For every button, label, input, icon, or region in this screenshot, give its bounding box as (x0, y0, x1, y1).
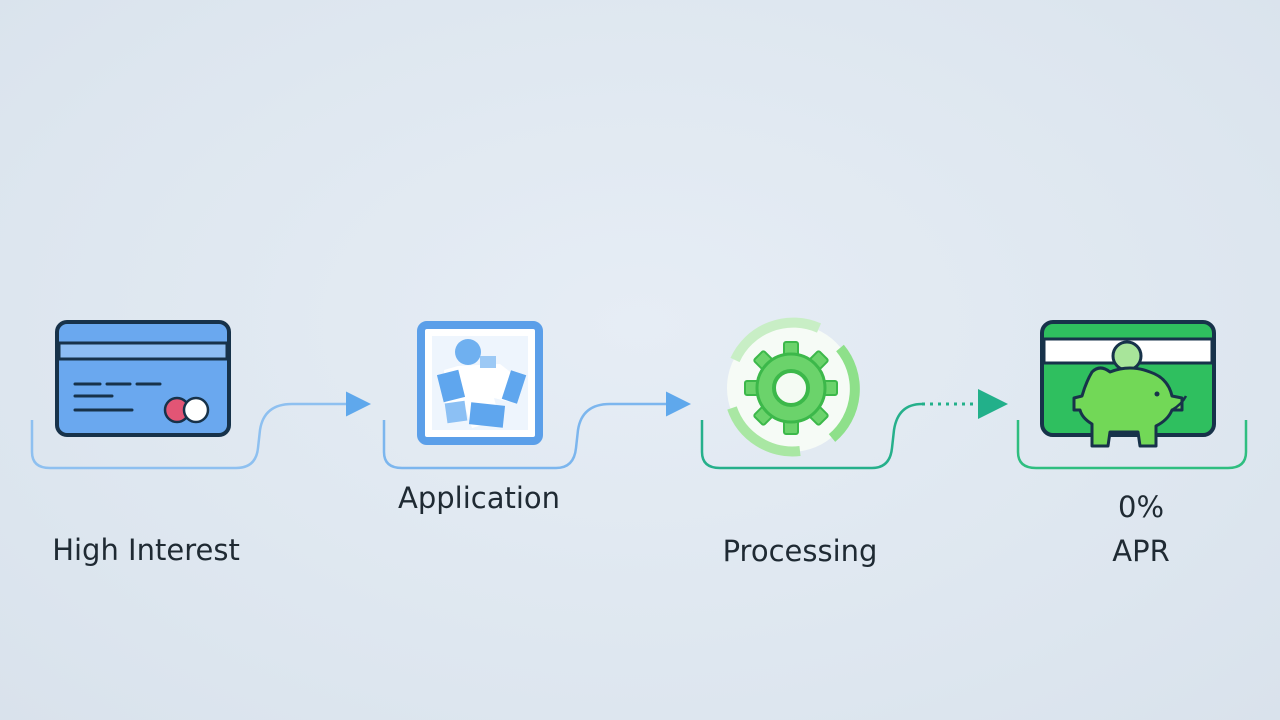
credit-card-icon (55, 320, 231, 437)
piggy-bank-card-icon (1040, 320, 1216, 448)
gear-icon (727, 317, 860, 457)
step-label-zero-apr: 0% APR (1112, 486, 1169, 573)
step-label-application: Application (397, 481, 561, 515)
step-label-processing: Processing (722, 534, 878, 568)
step-bracket-application (382, 391, 691, 470)
zero-apr-unit: APR (1112, 533, 1170, 568)
step-label-high-interest: High Interest (52, 533, 240, 567)
application-form-icon (417, 321, 543, 445)
step-bracket-zero-apr (1016, 420, 1248, 470)
step-bracket-high-interest (30, 391, 371, 470)
zero-apr-rate: 0% (1117, 490, 1165, 524)
step-bracket-processing (700, 402, 923, 470)
